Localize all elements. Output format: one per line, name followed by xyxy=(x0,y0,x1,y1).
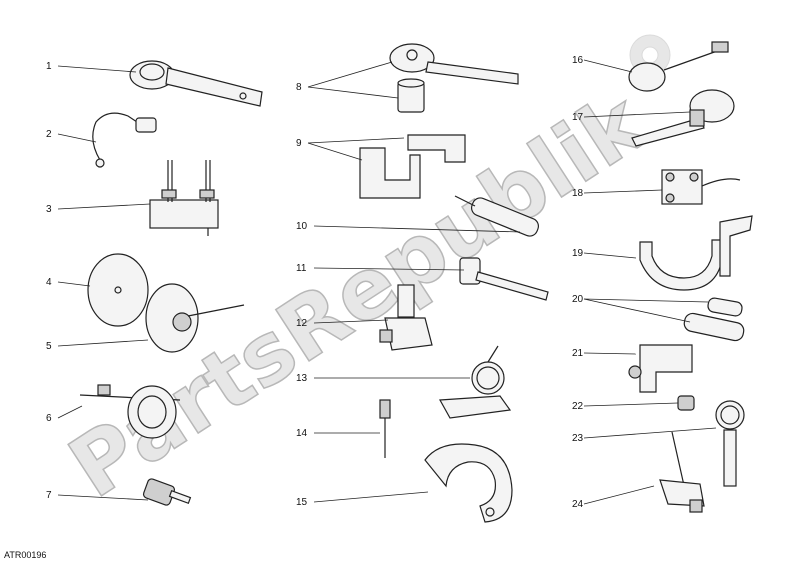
tool-21-l-bracket xyxy=(628,344,693,393)
leader-lines xyxy=(57,59,717,505)
callout-12: 12 xyxy=(296,318,308,329)
callout-3: 3 xyxy=(46,204,52,215)
callout-20: 20 xyxy=(572,294,584,305)
callout-1: 1 xyxy=(46,61,52,72)
tool-19-u-bracket xyxy=(639,215,753,291)
drawing-code: ATR00196 xyxy=(4,550,46,560)
callout-10: 10 xyxy=(296,221,308,232)
tool-1-ring-spanner xyxy=(129,60,263,107)
callout-16: 16 xyxy=(572,55,584,66)
tool-16-loop-gauge xyxy=(628,41,729,92)
callout-11: 11 xyxy=(296,263,307,274)
tool-22-nut xyxy=(677,395,695,411)
tool-18-bolted-bracket xyxy=(661,169,741,205)
tool-14-pin xyxy=(379,399,391,458)
callout-9: 9 xyxy=(296,138,302,149)
callout-15: 15 xyxy=(296,497,308,508)
tool-6-ring-holder xyxy=(79,384,181,439)
tool-13-dial-indicator xyxy=(439,345,512,419)
tool-4-degree-disc xyxy=(87,253,149,327)
callout-8: 8 xyxy=(296,82,302,93)
callout-6: 6 xyxy=(46,413,52,424)
callout-21: 21 xyxy=(572,348,584,359)
tool-11-socket-wrench xyxy=(459,257,549,301)
callout-17: 17 xyxy=(572,112,584,123)
tool-9-gauge-plates xyxy=(359,134,466,199)
tool-5-disc-with-pointer xyxy=(145,283,245,353)
callout-23: 23 xyxy=(572,433,584,444)
tool-10-puller xyxy=(454,195,540,237)
tool-24-pivot-tool xyxy=(659,431,705,513)
tool-8-pin-spanner xyxy=(389,43,519,113)
tool-3-stud-bracket xyxy=(149,160,219,236)
callout-5: 5 xyxy=(46,341,52,352)
callout-14: 14 xyxy=(296,428,308,439)
callout-2: 2 xyxy=(46,129,52,140)
tool-2-bent-hook xyxy=(92,112,157,168)
tool-20-drifts xyxy=(683,297,745,342)
callout-4: 4 xyxy=(46,277,52,288)
callout-22: 22 xyxy=(572,401,584,412)
callout-numbers: 1 2 3 4 5 6 7 8 9 10 11 12 13 14 15 16 1… xyxy=(46,55,584,510)
tool-7-knurled-pin xyxy=(142,478,192,506)
tool-17-gauge-handle xyxy=(631,89,735,147)
tool-12-holder xyxy=(379,284,433,351)
tool-23-dial-gauge xyxy=(715,400,745,487)
callout-18: 18 xyxy=(572,188,584,199)
callout-19: 19 xyxy=(572,248,584,259)
callout-24: 24 xyxy=(572,499,584,510)
callout-13: 13 xyxy=(296,373,308,384)
callout-7: 7 xyxy=(46,490,52,501)
tool-15-clutch-holder xyxy=(424,443,513,523)
